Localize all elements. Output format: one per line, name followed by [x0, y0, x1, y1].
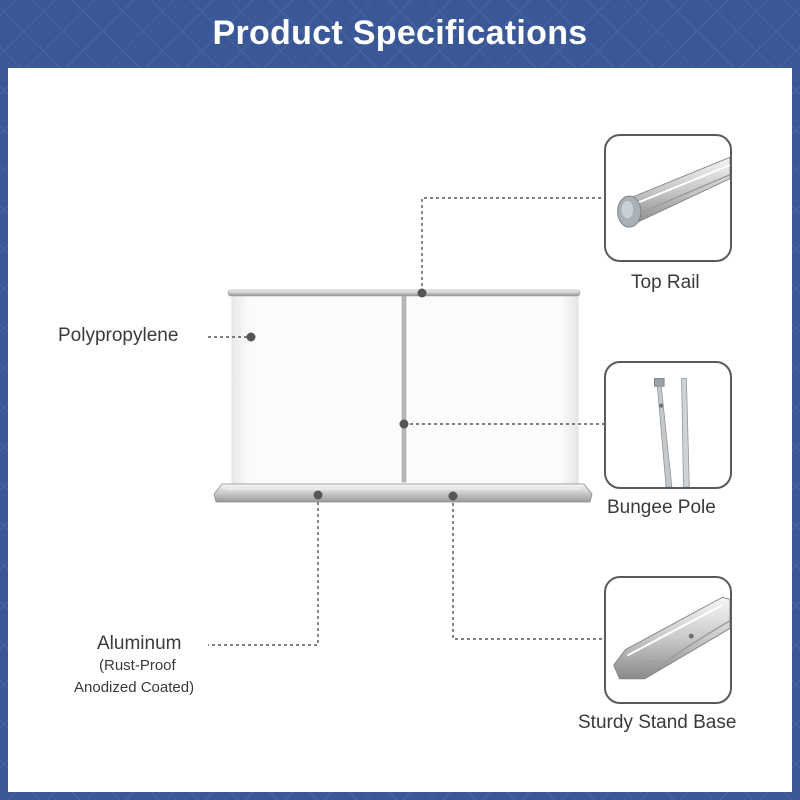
bungee-pole-label: Bungee Pole [607, 497, 716, 518]
stand-base-dot [448, 491, 458, 501]
top-rail [227, 289, 581, 297]
aluminum-dot [313, 490, 323, 500]
aluminum-label: Aluminum [97, 633, 182, 654]
page-title: Product Specifications [212, 14, 588, 52]
polypropylene-label: Polypropylene [58, 325, 179, 346]
top-rail-thumbnail [604, 134, 732, 262]
aluminum-note-line1: (Rust-Proof [99, 657, 176, 674]
stand-base-leader [452, 497, 604, 640]
top-rail-label: Top Rail [631, 272, 700, 293]
aluminum-note-line2: Anodized Coated) [74, 679, 195, 696]
stand-base-icon [613, 596, 730, 680]
aluminum-leader [208, 496, 319, 646]
bungee-pole-icon [654, 378, 690, 487]
stand-base-thumbnail [604, 576, 732, 704]
top-rail-dot [417, 288, 427, 298]
bungee-pole-dot [399, 419, 409, 429]
center-pole [401, 295, 407, 483]
polypropylene-dot [246, 332, 256, 342]
bungee-pole-thumbnail [604, 361, 732, 489]
stand-base [213, 483, 593, 503]
top-rail-icon [617, 156, 730, 228]
stand-base-label: Sturdy Stand Base [578, 712, 737, 733]
top-rail-leader [421, 197, 604, 292]
